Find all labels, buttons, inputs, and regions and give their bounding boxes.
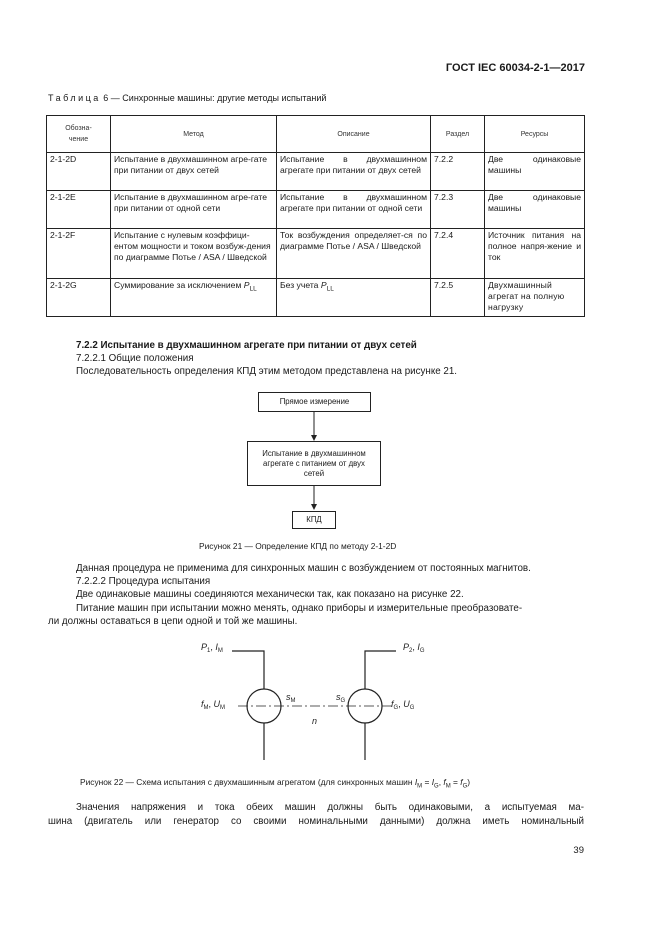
- table-row: 2-1-2G Суммирование за исключением PLL Б…: [46, 278, 585, 317]
- label-f-u-generator: fG, UG: [391, 699, 415, 711]
- table-header-row: Обозна- чение Метод Описание Раздел Ресу…: [46, 115, 585, 153]
- figure-21-caption: Рисунок 21 — Определение КПД по методу 2…: [199, 541, 397, 551]
- subsection-general: 7.2.2.1 Общие положения: [76, 353, 194, 364]
- cell-description: Ток возбуждения определяет-ся по диаграм…: [276, 228, 431, 279]
- table-row: 2-1-2F Испытание с нулевым коэффици-енто…: [46, 228, 585, 279]
- cell-description: Без учета PLL: [276, 278, 431, 317]
- motor-supply-line: [232, 650, 265, 760]
- label-f-u-motor: fM, UM: [201, 699, 225, 711]
- cell-resources: Двухмашинный агрегат на полную нагрузку: [484, 278, 585, 317]
- cell-resources: Источник питания на полное напря-жение и…: [484, 228, 585, 279]
- cell-method: Испытание с нулевым коэффици-ентом мощно…: [110, 228, 277, 279]
- methods-table: Обозна- чение Метод Описание Раздел Ресу…: [46, 115, 585, 317]
- cell-code: 2-1-2E: [46, 190, 111, 229]
- paragraph-voltage-line2: шина (двигатель или генератор со своими …: [48, 816, 584, 827]
- generator-supply-line: [364, 650, 396, 760]
- flow-box-efficiency: КПД: [292, 511, 336, 529]
- section-heading: 7.2.2 Испытание в двухмашинном агрегате …: [76, 340, 417, 351]
- cell-method: Испытание в двухмашинном агре-гате при п…: [110, 152, 277, 191]
- cell-resources: Две одинаковые машины: [484, 190, 585, 229]
- cell-method: Суммирование за исключением PLL: [110, 278, 277, 317]
- cell-description: Испытание в двухмашинном агрегате при пи…: [276, 152, 431, 191]
- figure-22-caption: Рисунок 22 — Схема испытания с двухмашин…: [80, 777, 471, 790]
- flow-box-two-machine-test: Испытание в двухмашинном агрегате с пита…: [247, 441, 381, 486]
- col-header-code: Обозна- чение: [46, 115, 111, 153]
- label-slip-generator: sG: [336, 692, 346, 704]
- flow-box-direct-measurement: Прямое измерение: [258, 392, 371, 412]
- cell-description: Испытание в двухмашинном агрегате при пи…: [276, 190, 431, 229]
- label-p1: P1, IM: [201, 642, 223, 654]
- paragraph-supply-line2: ли должны оставаться в цепи одной и той …: [48, 616, 298, 627]
- cell-code: 2-1-2D: [46, 152, 111, 191]
- subsection-procedure: 7.2.2.2 Процедура испытания: [76, 576, 211, 587]
- label-speed: n: [312, 716, 317, 726]
- table-caption: Таблица 6 — Синхронные машины: другие ме…: [48, 93, 327, 103]
- paragraph-sequence: Последовательность определения КПД этим …: [76, 366, 458, 377]
- paragraph-voltage-line1: Значения напряжения и тока обеих машин д…: [76, 802, 584, 813]
- page-number: 39: [573, 845, 584, 856]
- cell-method: Испытание в двухмашинном агре-гате при п…: [110, 190, 277, 229]
- table-row: 2-1-2D Испытание в двухмашинном агре-гат…: [46, 152, 585, 191]
- cell-code: 2-1-2F: [46, 228, 111, 279]
- standard-header: ГОСТ IEC 60034-2-1—2017: [445, 62, 585, 74]
- paragraph-not-applicable: Данная процедура не применима для синхро…: [76, 563, 531, 574]
- cell-resources: Две одинаковые машины: [484, 152, 585, 191]
- paragraph-coupling: Две одинаковые машины соединяются механи…: [76, 589, 464, 600]
- col-header-resources: Ресурсы: [484, 115, 585, 153]
- cell-section: 7.2.5: [430, 278, 485, 317]
- label-p2: P2, IG: [403, 642, 425, 654]
- cell-section: 7.2.2: [430, 152, 485, 191]
- label-slip-motor: sM: [286, 692, 296, 704]
- cell-section: 7.2.3: [430, 190, 485, 229]
- cell-code: 2-1-2G: [46, 278, 111, 317]
- col-header-method: Метод: [110, 115, 277, 153]
- table-row: 2-1-2E Испытание в двухмашинном агре-гат…: [46, 190, 585, 229]
- paragraph-supply-line1: Питание машин при испытании можно менять…: [76, 603, 523, 614]
